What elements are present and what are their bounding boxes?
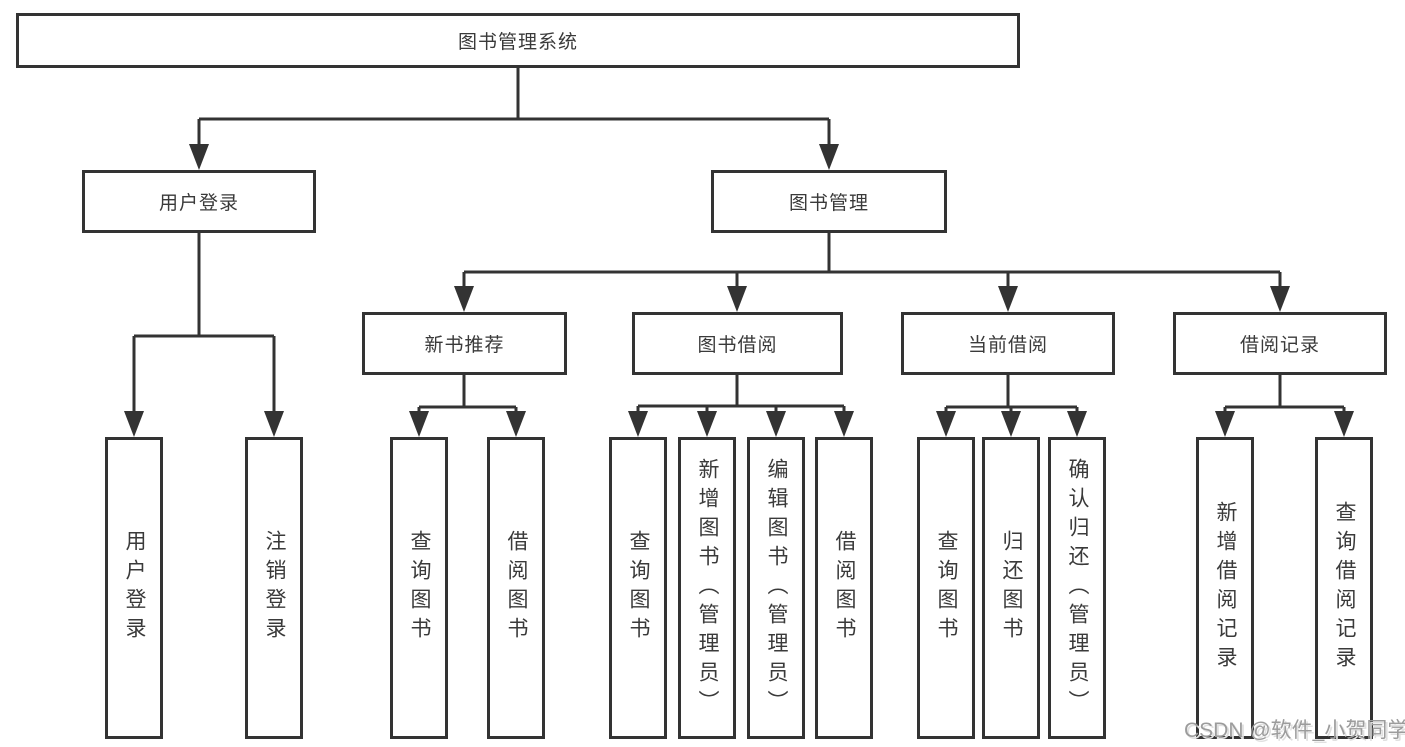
node-label: 用户登录 bbox=[158, 193, 239, 214]
leaf-borrow-books-borrowing: 借阅图书 bbox=[815, 437, 873, 739]
arrowhead-icon bbox=[124, 411, 144, 437]
node-label: 图书借阅 bbox=[697, 335, 778, 356]
node-label: 查询图书 bbox=[408, 530, 431, 646]
arrowhead-icon bbox=[1334, 411, 1354, 437]
leaf-query-borrow-record: 查询借阅记录 bbox=[1315, 437, 1373, 739]
arrowhead-icon bbox=[819, 144, 839, 170]
arrowhead-icon bbox=[1215, 411, 1235, 437]
arrowhead-icon bbox=[936, 411, 956, 437]
leaf-user-login: 用户登录 bbox=[105, 437, 163, 739]
node-label: 归还图书 bbox=[1000, 530, 1023, 646]
node-label: 图书管理系统 bbox=[457, 32, 578, 53]
arrowhead-icon bbox=[1001, 411, 1021, 437]
node-label: 编辑图书（管理员） bbox=[765, 457, 788, 719]
node-book-management: 图书管理 bbox=[711, 170, 947, 233]
leaf-query-books-recommend: 查询图书 bbox=[390, 437, 448, 739]
leaf-logout: 注销登录 bbox=[245, 437, 303, 739]
leaf-add-borrow-record: 新增借阅记录 bbox=[1196, 437, 1254, 739]
leaf-add-book-admin: 新增图书（管理员） bbox=[678, 437, 736, 739]
arrowhead-icon bbox=[998, 286, 1018, 312]
node-label: 借阅记录 bbox=[1239, 335, 1320, 356]
node-label: 图书管理 bbox=[788, 193, 869, 214]
arrowhead-icon bbox=[834, 411, 854, 437]
node-borrowing-records: 借阅记录 bbox=[1173, 312, 1387, 375]
leaf-return-book: 归还图书 bbox=[982, 437, 1040, 739]
arrowhead-icon bbox=[409, 411, 429, 437]
node-user-login: 用户登录 bbox=[82, 170, 316, 233]
node-label: 新增借阅记录 bbox=[1214, 501, 1237, 675]
watermark: CSDN @软件_小贺同学 bbox=[1184, 719, 1405, 742]
node-label: 查询借阅记录 bbox=[1333, 501, 1356, 675]
arrowhead-icon bbox=[1270, 286, 1290, 312]
node-label: 确认归还（管理员） bbox=[1066, 457, 1089, 719]
leaf-borrow-books-recommend: 借阅图书 bbox=[487, 437, 545, 739]
arrowhead-icon bbox=[506, 411, 526, 437]
arrowhead-icon bbox=[766, 411, 786, 437]
node-label: 借阅图书 bbox=[833, 530, 856, 646]
arrowhead-icon bbox=[189, 144, 209, 170]
leaf-query-books-current: 查询图书 bbox=[917, 437, 975, 739]
arrowhead-icon bbox=[454, 286, 474, 312]
leaf-edit-book-admin: 编辑图书（管理员） bbox=[747, 437, 805, 739]
node-label: 借阅图书 bbox=[505, 530, 528, 646]
node-new-book-recommend: 新书推荐 bbox=[362, 312, 567, 375]
arrowhead-icon bbox=[697, 411, 717, 437]
node-label: 新增图书（管理员） bbox=[696, 457, 719, 719]
node-label: 注销登录 bbox=[263, 530, 286, 646]
node-book-borrowing: 图书借阅 bbox=[632, 312, 843, 375]
node-label: 新书推荐 bbox=[424, 335, 505, 356]
node-library-system: 图书管理系统 bbox=[16, 13, 1020, 68]
arrowhead-icon bbox=[727, 286, 747, 312]
node-current-borrowing: 当前借阅 bbox=[901, 312, 1115, 375]
arrowhead-icon bbox=[1067, 411, 1087, 437]
arrowhead-icon bbox=[264, 411, 284, 437]
arrowhead-icon bbox=[628, 411, 648, 437]
leaf-confirm-return-admin: 确认归还（管理员） bbox=[1048, 437, 1106, 739]
leaf-query-books-borrowing: 查询图书 bbox=[609, 437, 667, 739]
node-label: 查询图书 bbox=[627, 530, 650, 646]
node-label: 用户登录 bbox=[123, 530, 146, 646]
node-label: 当前借阅 bbox=[967, 335, 1048, 356]
node-label: 查询图书 bbox=[935, 530, 958, 646]
